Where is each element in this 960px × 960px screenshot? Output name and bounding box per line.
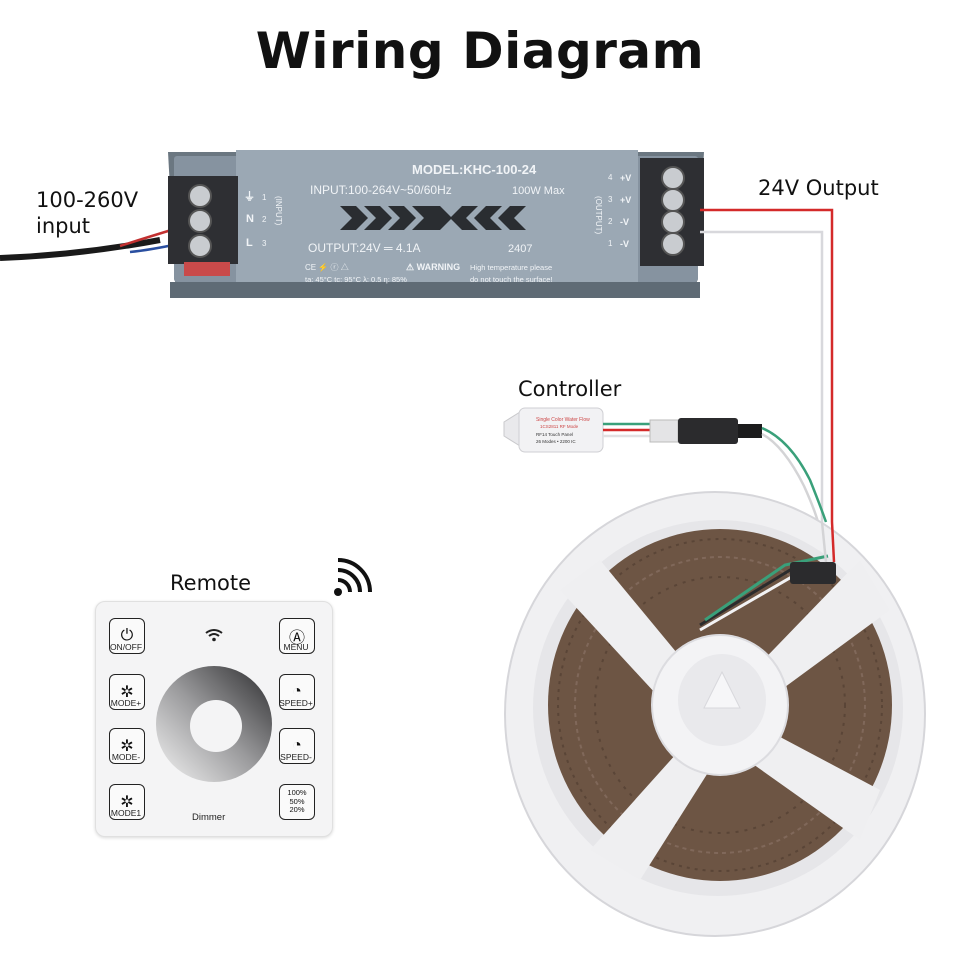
- mode-plus-caption: MODE+: [110, 698, 142, 708]
- psu-ratings: ta: 45°C tc: 95°C λ: 0.5 η: 85%: [305, 275, 407, 284]
- remote-label: Remote: [170, 571, 252, 595]
- brightness-50: 50%: [289, 796, 305, 806]
- terminal-live: L: [246, 237, 253, 249]
- output-wire-white: [700, 230, 824, 522]
- psu-power: 100W Max: [512, 185, 565, 197]
- on-off-caption: ON/OFF: [109, 642, 143, 652]
- controller-module: Single Color Water Flow 1CS2811 RF Mode …: [503, 407, 828, 523]
- speed-plus-caption: SPEED+: [279, 698, 313, 708]
- power-icon[interactable]: ⏻: [109, 618, 145, 654]
- input-voltage-label: 100-260V input: [36, 187, 138, 239]
- terminal-neutral: N: [246, 213, 254, 225]
- psu-model: MODEL:KHC-100-24: [412, 162, 537, 177]
- input-voltage-line1: 100-260V: [36, 188, 139, 212]
- speed-minus-caption: SPEED-: [280, 752, 312, 762]
- brightness-20: 20%: [289, 805, 305, 815]
- mode-one-caption: MODE1: [110, 808, 142, 818]
- controller-line-2: 1CS2811 RF Mode: [540, 424, 579, 429]
- psu-code: 2407: [508, 243, 532, 255]
- output-number-1: 1: [608, 239, 613, 248]
- output-wire-red: [700, 208, 834, 522]
- mode-minus-caption: MODE-: [111, 752, 141, 762]
- mode-plus-icon[interactable]: ✲: [109, 674, 145, 710]
- brightness-100: 100%: [287, 788, 307, 798]
- input-number-2: 2: [262, 215, 267, 224]
- mains-cable: [0, 237, 161, 261]
- mode-minus-icon[interactable]: ✲: [109, 728, 145, 764]
- led-strip-reel: [504, 491, 926, 937]
- psu-output-spec: OUTPUT:24V ═ 4.1A: [308, 241, 421, 255]
- menu-caption: MENU: [283, 642, 309, 652]
- dimmer-wheel[interactable]: [154, 664, 274, 784]
- psu-output-block-label: (OUTPUT): [594, 196, 603, 235]
- input-voltage-line2: input: [36, 214, 91, 238]
- psu-warning: ⚠ WARNING: [406, 262, 460, 272]
- input-number-3: 3: [262, 239, 267, 248]
- output-number-3: 3: [608, 195, 613, 204]
- psu-warning-text-1: High temperature please: [470, 263, 552, 272]
- controller-line-4: 26 Modes • 2200 IC: [536, 439, 576, 444]
- power-supply: MODEL:KHC-100-24 INPUT:100-264V~50/60Hz …: [168, 150, 704, 298]
- psu-input-spec: INPUT:100-264V~50/60Hz: [310, 183, 452, 197]
- mode-one-icon[interactable]: ✲: [109, 784, 145, 820]
- input-number-1: 1: [262, 193, 267, 202]
- dimmer-label: Dimmer: [192, 812, 226, 823]
- output-number-2: 2: [608, 217, 613, 226]
- controller-label: Controller: [518, 377, 622, 401]
- output-terminal-v-plus-2: +V: [620, 195, 631, 205]
- output-voltage-label: 24V Output: [758, 176, 879, 200]
- speed-minus-icon[interactable]: ◔: [279, 728, 315, 764]
- speed-plus-icon[interactable]: ◔: [279, 674, 315, 710]
- psu-cert-marks: CE ⚡ ⓡ △: [305, 262, 349, 272]
- output-number-4: 4: [608, 173, 613, 182]
- brightness-button[interactable]: 100% 50% 20%: [279, 784, 315, 820]
- wifi-icon: [204, 628, 224, 642]
- controller-line-1: Single Color Water Flow: [536, 417, 590, 423]
- touch-remote: ⏻ ON/OFF ✲ MODE+ ✲ MODE- ✲ MODE1 Ⓐ MENU …: [95, 601, 333, 837]
- auto-icon[interactable]: Ⓐ: [279, 618, 315, 654]
- terminal-ground: ⏚: [244, 190, 255, 203]
- wireless-signal-icon: [334, 558, 372, 596]
- psu-warning-text-2: do not touch the surface!: [470, 275, 553, 284]
- diagram-title: Wiring Diagram: [255, 22, 705, 80]
- output-terminal-v-plus-1: +V: [620, 173, 631, 183]
- output-terminal-v-minus-1: -V: [620, 217, 629, 227]
- output-terminal-v-minus-2: -V: [620, 239, 629, 249]
- psu-input-block-label: (INPUT): [274, 196, 283, 226]
- controller-line-3: RF14 Touch Panel: [536, 432, 573, 437]
